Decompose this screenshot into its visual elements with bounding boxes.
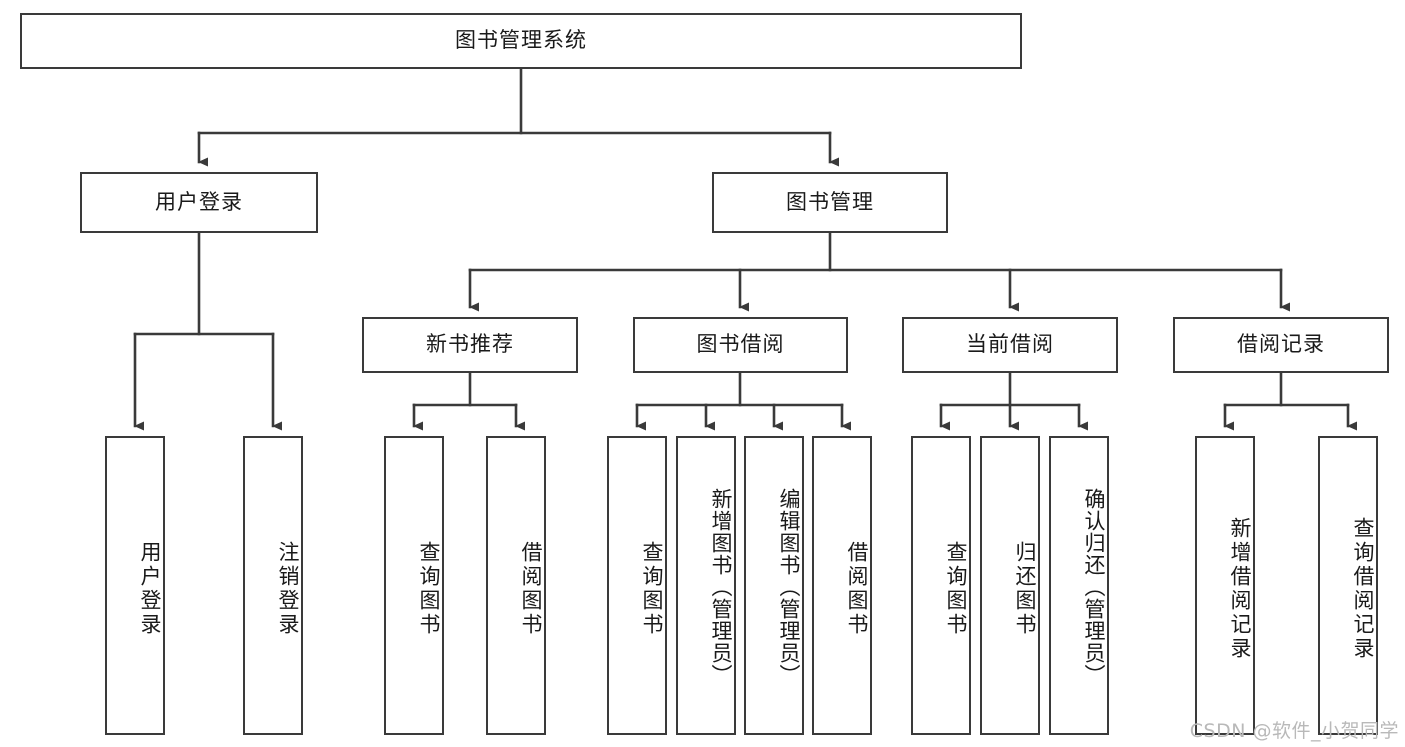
- node-book-management-system[interactable]: 图书管理系统: [20, 13, 1022, 69]
- node-current-borrow[interactable]: 当前借阅: [902, 317, 1118, 373]
- node-leaf-borrow-book[interactable]: 借阅图书: [812, 436, 872, 735]
- node-leaf-query-book-current[interactable]: 查询图书: [911, 436, 971, 735]
- node-leaf-user-login[interactable]: 用户登录: [105, 436, 165, 735]
- node-user-login[interactable]: 用户登录: [80, 172, 318, 233]
- node-leaf-query-borrow-record[interactable]: 查询借阅记录: [1318, 436, 1378, 735]
- node-leaf-add-book-admin[interactable]: 新增图书（管理员）: [676, 436, 736, 735]
- node-borrow-record[interactable]: 借阅记录: [1173, 317, 1389, 373]
- node-leaf-confirm-return-admin[interactable]: 确认归还（管理员）: [1049, 436, 1109, 735]
- node-leaf-borrow-book-recommend[interactable]: 借阅图书: [486, 436, 546, 735]
- node-leaf-query-book-recommend[interactable]: 查询图书: [384, 436, 444, 735]
- node-leaf-return-book[interactable]: 归还图书: [980, 436, 1040, 735]
- node-leaf-logout-login[interactable]: 注销登录: [243, 436, 303, 735]
- node-leaf-query-book-borrow[interactable]: 查询图书: [607, 436, 667, 735]
- csdn-watermark: CSDN @软件_小贺同学: [1189, 720, 1399, 742]
- node-book-management[interactable]: 图书管理: [712, 172, 948, 233]
- node-new-book-recommend[interactable]: 新书推荐: [362, 317, 578, 373]
- node-leaf-edit-book-admin[interactable]: 编辑图书（管理员）: [744, 436, 804, 735]
- node-book-borrow[interactable]: 图书借阅: [633, 317, 848, 373]
- node-leaf-add-borrow-record[interactable]: 新增借阅记录: [1195, 436, 1255, 735]
